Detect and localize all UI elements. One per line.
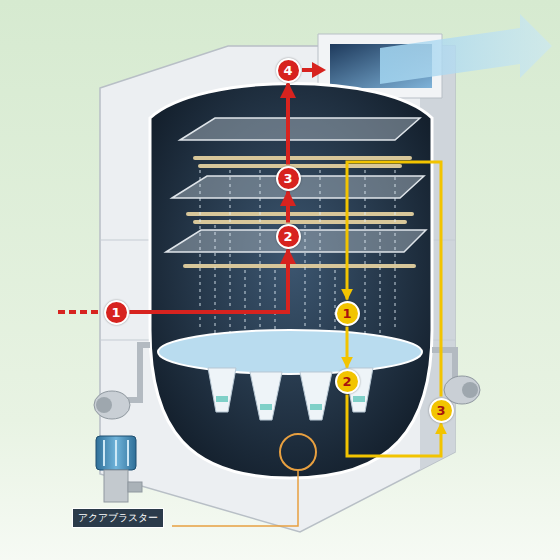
water-pool bbox=[158, 330, 422, 374]
highlight-circle bbox=[280, 434, 316, 470]
aquablaster-device bbox=[96, 436, 142, 502]
water-spray bbox=[200, 170, 395, 340]
callout-number: 2 bbox=[335, 369, 360, 394]
flow-arrow bbox=[286, 192, 290, 223]
pump bbox=[94, 391, 130, 419]
node-text: 3 bbox=[283, 171, 292, 186]
callout-number: 1 bbox=[335, 301, 360, 326]
gas-outlet-head bbox=[312, 62, 326, 78]
node-text: 3 bbox=[436, 403, 445, 418]
node-text: 2 bbox=[342, 374, 351, 389]
callout-number: 4 bbox=[276, 58, 301, 83]
cutaway-opening bbox=[150, 84, 432, 479]
pipes bbox=[120, 345, 455, 400]
pump bbox=[444, 376, 480, 404]
tower-body bbox=[100, 46, 455, 532]
node-text: 4 bbox=[283, 63, 292, 78]
gas-inlet-line bbox=[58, 310, 100, 314]
callout-number: 3 bbox=[429, 398, 454, 423]
callout-number: 3 bbox=[276, 166, 301, 191]
flow-arrow bbox=[130, 250, 289, 313]
node-text: 2 bbox=[283, 229, 292, 244]
flow-arrow bbox=[286, 84, 290, 165]
cone-bands bbox=[216, 396, 365, 410]
callout-number: 2 bbox=[276, 224, 301, 249]
flow-arrow bbox=[347, 395, 441, 457]
node-text: アクアブラスター bbox=[78, 511, 158, 525]
leader-line bbox=[172, 470, 298, 526]
node-text: 1 bbox=[342, 306, 351, 321]
clean-air-arrow bbox=[380, 14, 552, 84]
packing-trays bbox=[166, 118, 426, 252]
spray-headers bbox=[185, 158, 414, 266]
callout-number: 1 bbox=[104, 300, 129, 325]
flow-arrow bbox=[346, 327, 349, 368]
part-label: アクアブラスター bbox=[72, 508, 164, 528]
flow-arrow bbox=[347, 162, 441, 397]
node-text: 1 bbox=[111, 305, 120, 320]
